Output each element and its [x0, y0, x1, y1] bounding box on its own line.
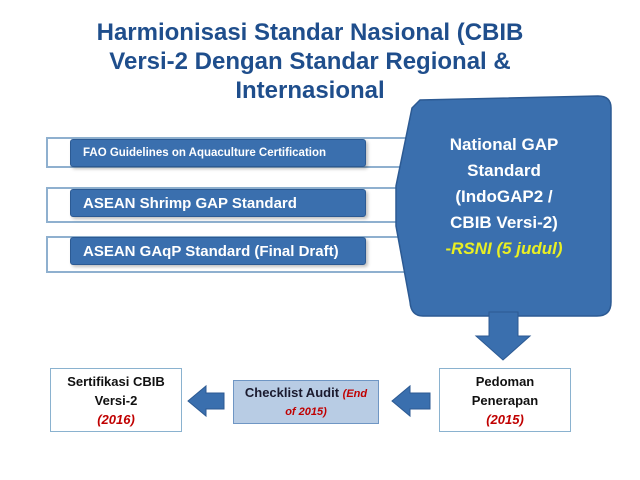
- title-line-2: Versi-2 Dengan Standar Regional &: [109, 48, 511, 75]
- standard-label-asean-shrimp: ASEAN Shrimp GAP Standard: [83, 194, 297, 212]
- national-line-3: (IndoGAP2 /: [455, 187, 553, 206]
- national-gap-shape: [395, 95, 612, 317]
- checklist-label: Checklist Audit: [244, 385, 340, 400]
- national-line-4: CBIB Versi-2): [450, 213, 558, 232]
- sertifikasi-line-2: Versi-2: [94, 393, 138, 408]
- pedoman-line-2: Penerapan: [471, 393, 539, 408]
- standard-box-asean-shrimp: ASEAN Shrimp GAP Standard: [70, 189, 366, 217]
- national-line-2: Standard: [467, 161, 541, 180]
- national-line-1: National GAP: [449, 135, 559, 154]
- checklist-box: Checklist Audit (End of 2015): [233, 380, 379, 424]
- standard-box-asean-gaqp: ASEAN GAqP Standard (Final Draft): [70, 237, 366, 265]
- checklist-note-1: (End: [342, 388, 368, 400]
- left-arrow-to-sertifikasi: [187, 384, 225, 418]
- rsni-label: RSNI (5 judul): [451, 239, 563, 258]
- standard-label-fao: FAO Guidelines on Aquaculture Certificat…: [83, 147, 327, 159]
- pedoman-line-1: Pedoman: [475, 374, 535, 389]
- diagram-title: Harmionisasi Standar Nasional (CBIB Vers…: [40, 18, 580, 105]
- connector-fao: [46, 137, 412, 168]
- title-line-3: Internasional: [235, 77, 385, 104]
- sertifikasi-line-1: Sertifikasi CBIB: [67, 374, 165, 389]
- pedoman-year: (2015): [486, 412, 524, 427]
- national-rsni-line: -RSNI (5 judul): [404, 236, 604, 262]
- down-arrow: [474, 311, 532, 361]
- title-line-1: Harmionisasi Standar Nasional (CBIB: [96, 19, 524, 46]
- pedoman-box: Pedoman Penerapan (2015): [439, 368, 571, 432]
- rsni-dash: -: [445, 239, 452, 258]
- connector-asean-shrimp: [46, 187, 412, 223]
- sertifikasi-box: Sertifikasi CBIB Versi-2 (2016): [50, 368, 182, 432]
- national-gap-text: National GAP Standard (IndoGAP2 / CBIB V…: [404, 132, 604, 262]
- sertifikasi-year: (2016): [97, 412, 135, 427]
- left-arrow-to-checklist: [391, 384, 431, 418]
- checklist-note-2: of 2015): [285, 406, 327, 418]
- standard-box-fao: FAO Guidelines on Aquaculture Certificat…: [70, 139, 366, 167]
- standard-label-asean-gaqp: ASEAN GAqP Standard (Final Draft): [83, 242, 339, 260]
- checklist-line-1: Checklist Audit (End: [234, 384, 378, 403]
